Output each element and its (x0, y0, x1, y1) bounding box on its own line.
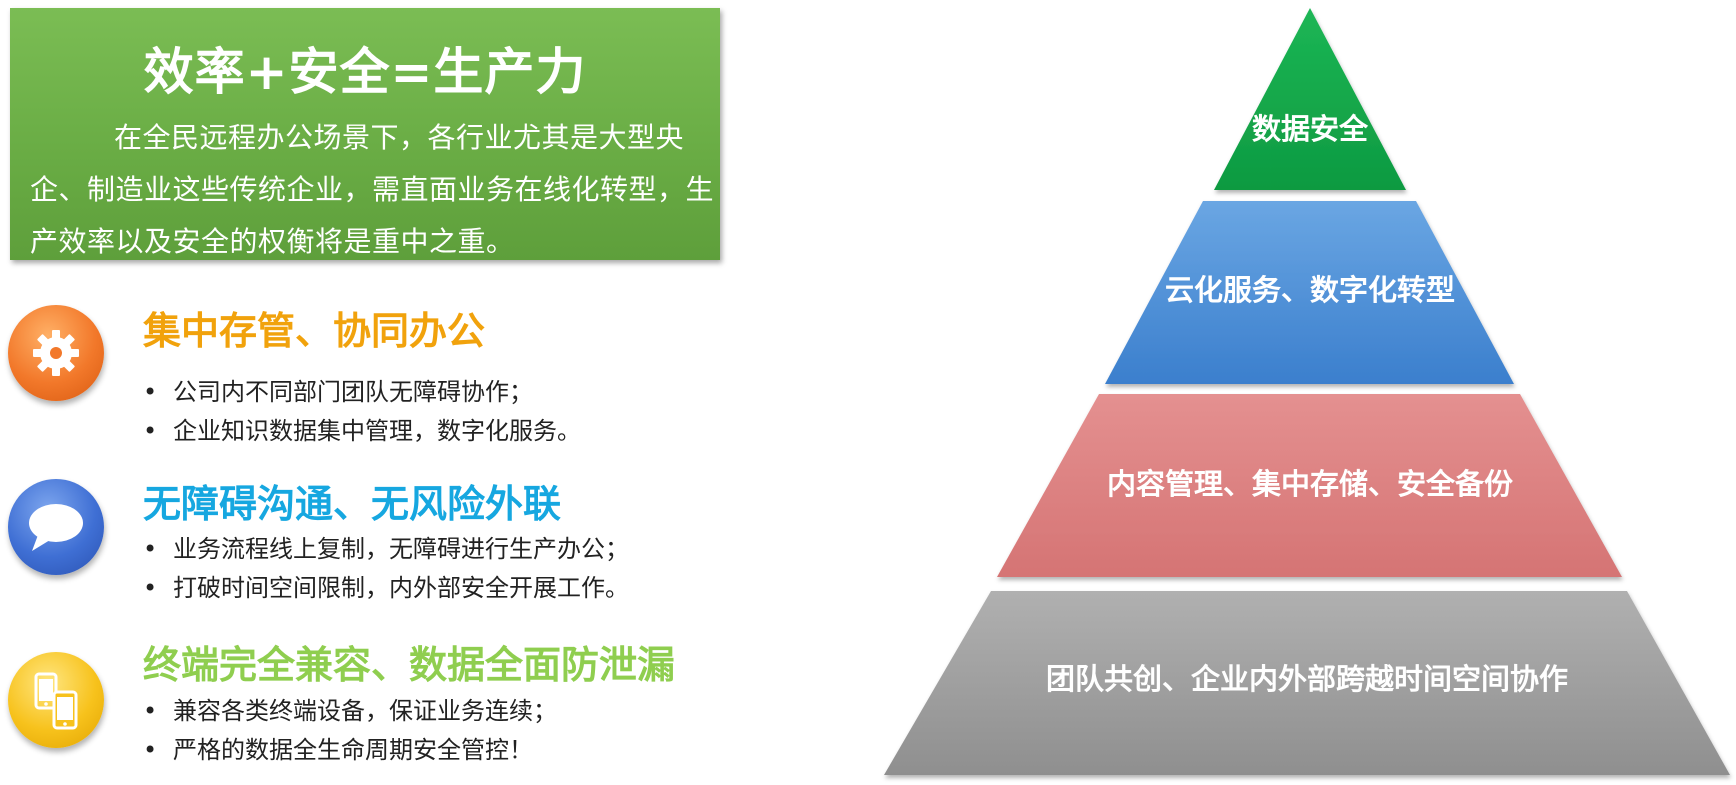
devices-icon (8, 652, 104, 748)
list-item: 兼容各类终端设备，保证业务连续； (143, 692, 557, 731)
list-item: 企业知识数据集中管理，数字化服务。 (143, 412, 581, 451)
pyramid-level-top (1214, 8, 1406, 190)
pyramid-label-second: 云化服务、数字化转型 (1165, 273, 1455, 307)
list-item: 打破时间空间限制，内外部安全开展工作。 (143, 569, 629, 608)
feature-title: 无障碍沟通、无风险外联 (143, 482, 562, 526)
list-item: 业务流程线上复制，无障碍进行生产办公； (143, 530, 629, 569)
pyramid-label-top: 数据安全 (1252, 112, 1369, 146)
gear-icon (8, 305, 104, 401)
feature-title: 集中存管、协同办公 (143, 309, 486, 353)
banner-body: 在全民远程办公场景下，各行业尤其是大型央企、制造业这些传统企业，需直面业务在线化… (30, 121, 715, 258)
feature-bullets: 兼容各类终端设备，保证业务连续； 严格的数据全生命周期安全管控！ (143, 692, 557, 770)
pyramid-level-second (1105, 201, 1514, 384)
pyramid-label-base: 团队共创、企业内外部跨越时间空间协作 (1046, 662, 1568, 696)
pyramid-label-third: 内容管理、集中存储、安全备份 (1107, 467, 1513, 501)
chat-bubble-icon (8, 479, 104, 575)
list-item: 严格的数据全生命周期安全管控！ (143, 731, 557, 770)
summary-banner: 效率+安全=生产力 在全民远程办公场景下，各行业尤其是大型央企、制造业这些传统企… (10, 8, 720, 260)
feature-bullets: 业务流程线上复制，无障碍进行生产办公； 打破时间空间限制，内外部安全开展工作。 (143, 530, 629, 608)
feature-title: 终端完全兼容、数据全面防泄漏 (143, 643, 676, 687)
pyramid-level-third (997, 394, 1622, 577)
list-item: 公司内不同部门团队无障碍协作； (143, 373, 581, 412)
pyramid-level-base (884, 591, 1730, 775)
banner-title: 效率+安全=生产力 (143, 43, 587, 101)
feature-bullets: 公司内不同部门团队无障碍协作； 企业知识数据集中管理，数字化服务。 (143, 373, 581, 451)
